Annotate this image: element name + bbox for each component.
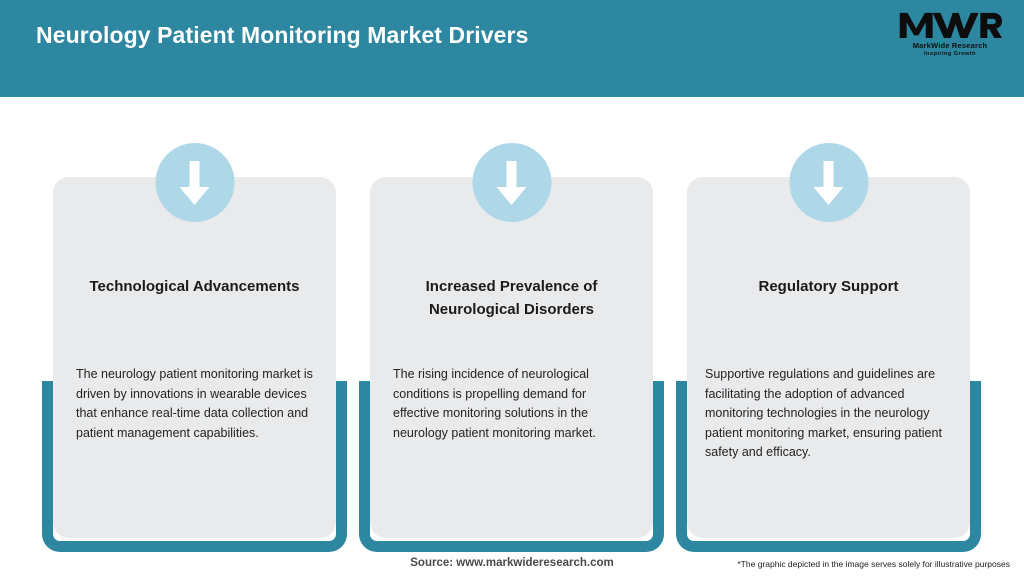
icon-circle bbox=[789, 143, 868, 222]
disclaimer-note: *The graphic depicted in the image serve… bbox=[737, 559, 1010, 569]
card-bracket bbox=[42, 381, 347, 552]
card-body: Supportive regulations and guidelines ar… bbox=[705, 367, 942, 460]
source-note: Source: www.markwideresearch.com bbox=[410, 557, 614, 569]
card-body: The neurology patient monitoring market … bbox=[76, 367, 313, 440]
arrow-down-icon bbox=[496, 160, 527, 205]
card-panel: Regulatory Support Supportive regulation… bbox=[687, 177, 970, 538]
header-bar bbox=[0, 0, 1024, 97]
driver-card-3: Regulatory Support Supportive regulation… bbox=[676, 143, 981, 552]
logo-tagline: Inspiring Growth bbox=[924, 51, 976, 57]
card-bracket bbox=[676, 381, 981, 552]
icon-circle bbox=[472, 143, 551, 222]
card-panel: Increased Prevalence of Neurological Dis… bbox=[370, 177, 653, 538]
card-panel: Technological Advancements The neurology… bbox=[53, 177, 336, 538]
card-title: Increased Prevalence of Neurological Dis… bbox=[425, 278, 598, 318]
logo-company-name: MarkWide Research bbox=[912, 41, 988, 50]
arrow-down-icon bbox=[179, 160, 210, 205]
brand-logo: MarkWide Research Inspiring Growth bbox=[898, 10, 1002, 62]
driver-card-2: Increased Prevalence of Neurological Dis… bbox=[359, 143, 664, 552]
mwr-logo-icon bbox=[899, 12, 1002, 38]
driver-card-1: Technological Advancements The neurology… bbox=[42, 143, 347, 552]
card-bracket bbox=[359, 381, 664, 552]
page-title: Neurology Patient Monitoring Market Driv… bbox=[36, 22, 529, 48]
card-title: Regulatory Support bbox=[758, 278, 899, 295]
icon-circle bbox=[155, 143, 234, 222]
card-body: The rising incidence of neurological con… bbox=[393, 367, 596, 440]
card-title: Technological Advancements bbox=[89, 278, 300, 295]
arrow-down-icon bbox=[813, 160, 844, 205]
